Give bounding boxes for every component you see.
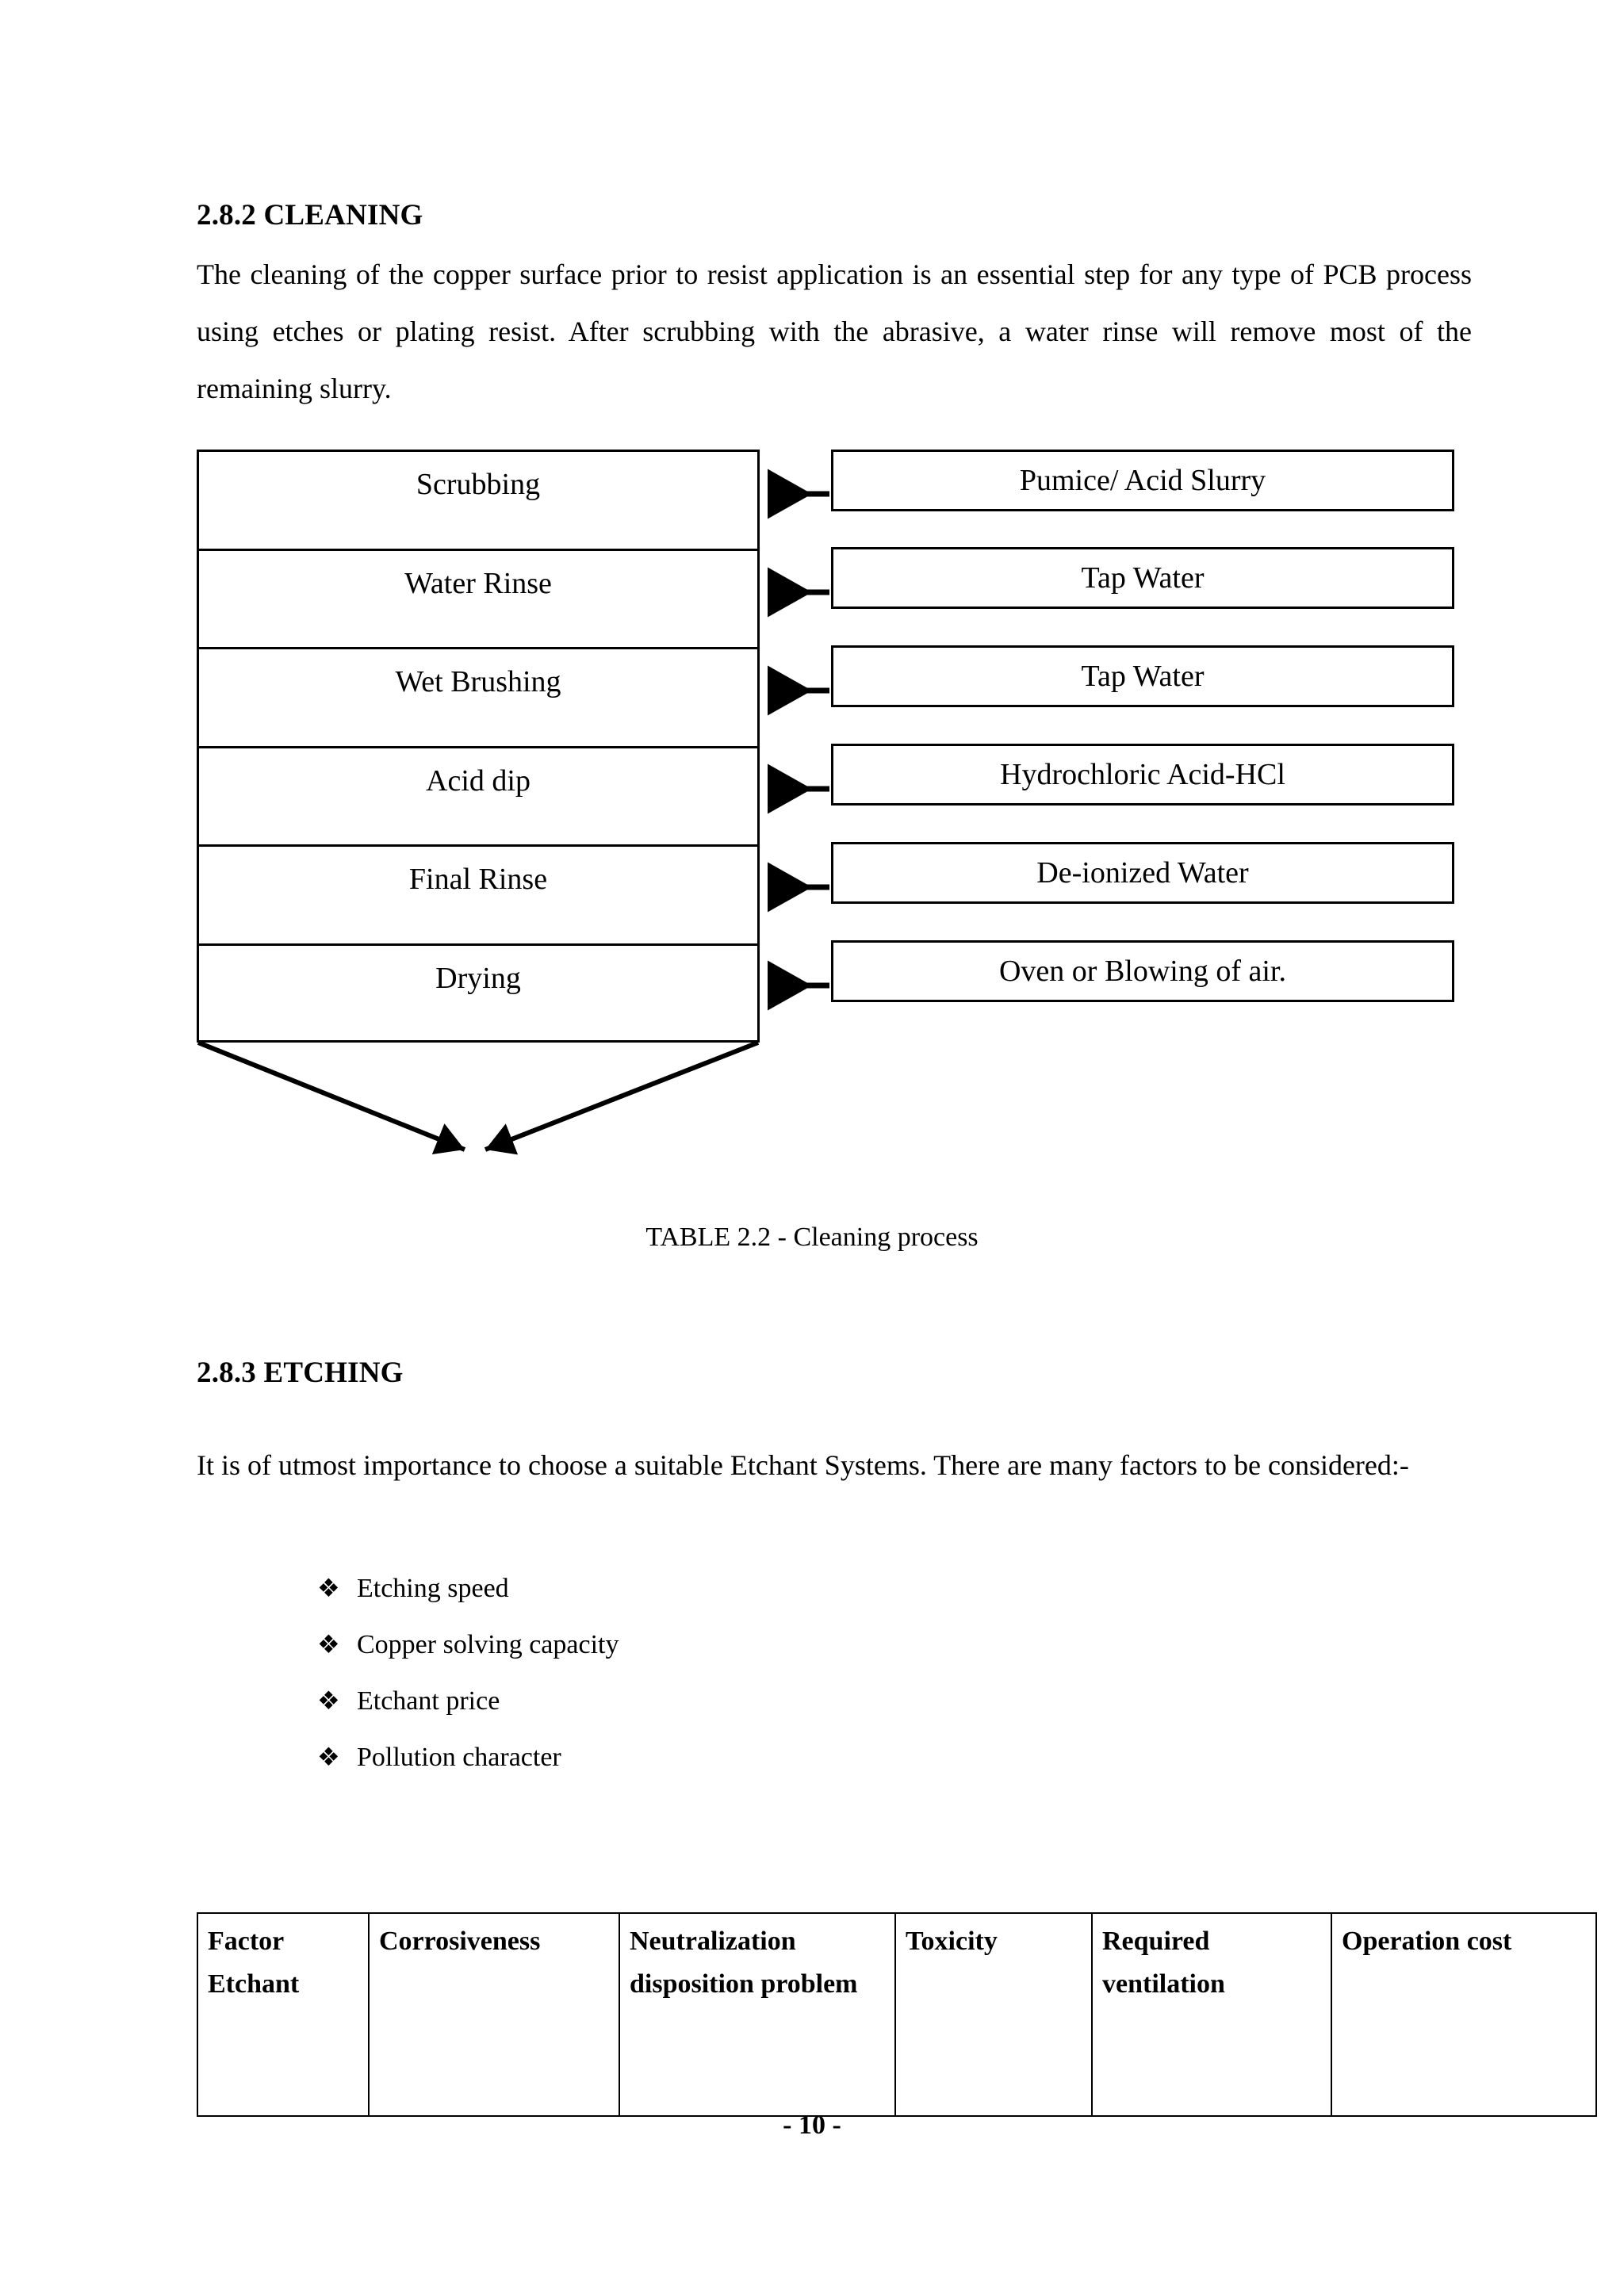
diamond-bullet-icon: ❖ — [317, 1574, 340, 1602]
material-label: Oven or Blowing of air. — [998, 955, 1286, 988]
table-header-cell-neutralization: Neutralization disposition problem — [619, 1912, 896, 2117]
material-label: Tap Water — [1081, 660, 1205, 693]
material-label: Tap Water — [1081, 561, 1205, 595]
material-box: De-ionized Water — [831, 842, 1454, 904]
table-header-cell-toxicity: Toxicity — [894, 1912, 1093, 2117]
material-label: Pumice/ Acid Slurry — [1019, 464, 1266, 497]
list-item: ❖ Copper solving capacity — [317, 1630, 1031, 1686]
diamond-bullet-icon: ❖ — [317, 1630, 340, 1659]
process-step-cell: Acid dip — [199, 748, 757, 848]
section-heading-cleaning: 2.8.2 CLEANING — [197, 199, 423, 232]
table-header-cell-factor-etchant: Factor Etchant — [197, 1912, 370, 2117]
material-box: Tap Water — [831, 645, 1454, 707]
diamond-bullet-icon: ❖ — [317, 1686, 340, 1715]
material-box: Hydrochloric Acid-HCl — [831, 744, 1454, 806]
material-box: Oven or Blowing of air. — [831, 940, 1454, 1002]
etchant-factor-table: Factor Etchant Corrosiveness Neutralizat… — [197, 1912, 1597, 2117]
list-item-label: Pollution character — [357, 1743, 561, 1772]
process-step-cell: Water Rinse — [199, 551, 757, 650]
table-header-cell-operation-cost: Operation cost — [1331, 1912, 1597, 2117]
material-label: Hydrochloric Acid-HCl — [1000, 758, 1285, 791]
diamond-bullet-icon: ❖ — [317, 1743, 340, 1771]
process-step-cell: Final Rinse — [199, 847, 757, 946]
section-heading-etching: 2.8.3 ETCHING — [197, 1357, 404, 1389]
list-item-label: Etching speed — [357, 1574, 509, 1603]
table-header-cell-corrosiveness: Corrosiveness — [368, 1912, 620, 2117]
process-step-label: Water Rinse — [404, 566, 552, 600]
material-label: De-ionized Water — [1036, 856, 1249, 890]
paragraph-etching: It is of utmost importance to choose a s… — [197, 1437, 1472, 1494]
list-item: ❖ Etchant price — [317, 1686, 1031, 1743]
paragraph-etching-text: It is of utmost importance to choose a s… — [197, 1449, 1409, 1481]
list-item: ❖ Pollution character — [317, 1743, 1031, 1799]
funnel-arrow-group — [197, 1040, 760, 1155]
process-step-cell: Drying — [199, 946, 757, 1045]
process-step-cell: Wet Brushing — [199, 649, 757, 748]
process-step-label: Scrubbing — [416, 468, 541, 501]
feed-arrow-group — [768, 469, 829, 1011]
process-step-label: Drying — [435, 961, 521, 995]
etching-factors-list: ❖ Etching speed ❖ Copper solving capacit… — [317, 1574, 1031, 1799]
funnel-arrow-left — [197, 1040, 466, 1155]
list-item-label: Etchant price — [357, 1686, 500, 1716]
process-step-cell: Scrubbing — [199, 452, 757, 551]
list-item: ❖ Etching speed — [317, 1574, 1031, 1630]
list-item-label: Copper solving capacity — [357, 1630, 619, 1659]
paragraph-cleaning-text: The cleaning of the copper surface prior… — [197, 258, 1472, 404]
process-step-label: Final Rinse — [408, 863, 548, 897]
funnel-arrow-right — [484, 1040, 760, 1155]
page-number: - 10 - — [783, 2110, 841, 2140]
table-header-cell-ventilation: Required ventilation — [1091, 1912, 1332, 2117]
material-box: Tap Water — [831, 547, 1454, 609]
diagram-caption: TABLE 2.2 - Cleaning process — [645, 1223, 979, 1252]
process-step-label: Acid dip — [426, 763, 530, 798]
table-row: Factor Etchant Corrosiveness Neutralizat… — [197, 1912, 1597, 2117]
material-box: Pumice/ Acid Slurry — [831, 450, 1454, 511]
paragraph-cleaning: The cleaning of the copper surface prior… — [197, 246, 1472, 417]
process-step-column: Scrubbing Water Rinse Wet Brushing Acid … — [197, 450, 760, 1043]
process-step-label: Wet Brushing — [395, 665, 561, 699]
